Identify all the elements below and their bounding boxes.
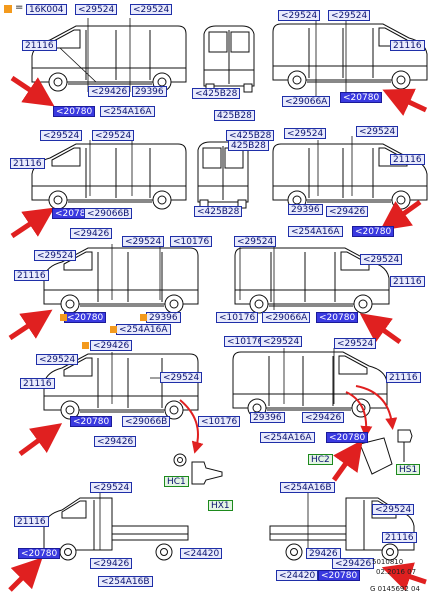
- callout-label: <29426: [90, 558, 133, 569]
- callout-label: 21116: [382, 532, 417, 543]
- callout-label: <254A16A: [116, 324, 171, 335]
- callout-label: <29524: [360, 254, 403, 265]
- location-marker: [110, 326, 117, 333]
- legend-code-label: 16K004: [26, 4, 67, 15]
- location-arrow: [18, 423, 63, 457]
- callout-label: 21116: [14, 270, 49, 281]
- location-arrow: [379, 199, 422, 231]
- callout-label: 21116: [390, 276, 425, 287]
- callout-label: 29396: [250, 412, 285, 423]
- callout-label: <24420: [276, 570, 319, 581]
- location-arrow: [381, 562, 427, 591]
- callout-label: <29524: [92, 130, 135, 141]
- callout-label: <20780: [326, 432, 369, 443]
- callout-label: <20780: [316, 312, 359, 323]
- callout-label: <29524: [284, 128, 327, 139]
- legend-equals: =: [15, 2, 24, 13]
- callout-label: <20780: [318, 570, 361, 581]
- callout-label: <425B28: [194, 206, 243, 217]
- callout-label: <29066B: [122, 416, 171, 427]
- callout-label: <20780: [352, 226, 395, 237]
- callout-label: 21116: [20, 378, 55, 389]
- callout-label: <10176: [198, 416, 241, 427]
- callout-label: 21116: [390, 40, 425, 51]
- callout-label: <29524: [40, 130, 83, 141]
- callout-label: 29396: [146, 312, 181, 323]
- callout-label: <29524: [328, 10, 371, 21]
- callout-label: <10176: [216, 312, 259, 323]
- callout-label: <20780: [64, 312, 107, 323]
- callout-label: <29426: [94, 436, 137, 447]
- callout-label: 21116: [10, 158, 45, 169]
- reference-date: 02.2016 07: [376, 568, 417, 576]
- callout-label: 21116: [14, 516, 49, 527]
- location-arrow: [359, 313, 402, 345]
- callout-label: HC1: [164, 476, 189, 487]
- callout-label: <29066B: [84, 208, 133, 219]
- callout-label: <425B28: [192, 88, 241, 99]
- callout-label: <20780: [340, 92, 383, 103]
- detail-pointer: [345, 391, 373, 438]
- callout-label: <29426: [302, 412, 345, 423]
- callout-label: <29524: [75, 4, 118, 15]
- callout-label: 29426: [306, 548, 341, 559]
- callout-label: <29426: [70, 228, 113, 239]
- callout-label: HS1: [396, 464, 421, 475]
- callout-label: <29426: [326, 206, 369, 217]
- callout-label: HC2: [308, 454, 333, 465]
- callout-label: HX1: [208, 500, 233, 511]
- location-marker: [60, 314, 67, 321]
- callout-label: <254A16B: [280, 482, 335, 493]
- callout-label: 21116: [390, 154, 425, 165]
- callout-label: <29426: [332, 558, 375, 569]
- callout-label: <254A16A: [260, 432, 315, 443]
- location-arrow: [331, 439, 363, 482]
- location-arrow: [10, 207, 55, 239]
- callout-label: <29524: [234, 236, 277, 247]
- callout-label: 21116: [386, 372, 421, 383]
- location-marker: [140, 314, 147, 321]
- callout-label: <20780: [53, 106, 96, 117]
- callout-label: <29524: [372, 504, 415, 515]
- callout-label: <29524: [122, 236, 165, 247]
- reference-code: 5010810: [372, 558, 404, 566]
- callout-label: <10176: [170, 236, 213, 247]
- callout-label: <29524: [34, 250, 77, 261]
- callout-label: <29524: [260, 336, 303, 347]
- callout-label: 29396: [288, 204, 323, 215]
- location-arrow: [10, 75, 55, 107]
- callout-label: 21116: [22, 40, 57, 51]
- callout-label: <20780: [70, 416, 113, 427]
- callout-label: <29524: [334, 338, 377, 349]
- detail-pointer: [355, 385, 398, 430]
- callout-label: <29426: [88, 86, 131, 97]
- callout-label: <254A16A: [288, 226, 343, 237]
- callout-label: <29524: [90, 482, 133, 493]
- location-arrow: [8, 309, 53, 341]
- callout-label: <29066A: [262, 312, 311, 323]
- callout-label: <29524: [160, 372, 203, 383]
- callout-label: <29426: [90, 340, 133, 351]
- callout-label: 425B28: [214, 110, 255, 121]
- callout-label: <29524: [130, 4, 173, 15]
- callout-label: <254A16B: [98, 576, 153, 587]
- callout-label: <29066A: [282, 96, 331, 107]
- callout-label: <29524: [36, 354, 79, 365]
- callout-label: <20780: [18, 548, 61, 559]
- location-arrow: [382, 88, 428, 116]
- location-marker: [82, 342, 89, 349]
- figure-number: G 0145692 04: [370, 585, 420, 593]
- callout-label: 29396: [132, 86, 167, 97]
- location-arrow: [8, 557, 43, 592]
- callout-label: <254A16A: [100, 106, 155, 117]
- callout-label: <29524: [356, 126, 399, 137]
- callout-label: <24420: [180, 548, 223, 559]
- legend-marker: [4, 5, 12, 13]
- detail-pointer: [179, 399, 204, 454]
- callout-label: <29524: [278, 10, 321, 21]
- callout-label: 425B28: [228, 140, 269, 151]
- fastener-parts: [173, 429, 413, 485]
